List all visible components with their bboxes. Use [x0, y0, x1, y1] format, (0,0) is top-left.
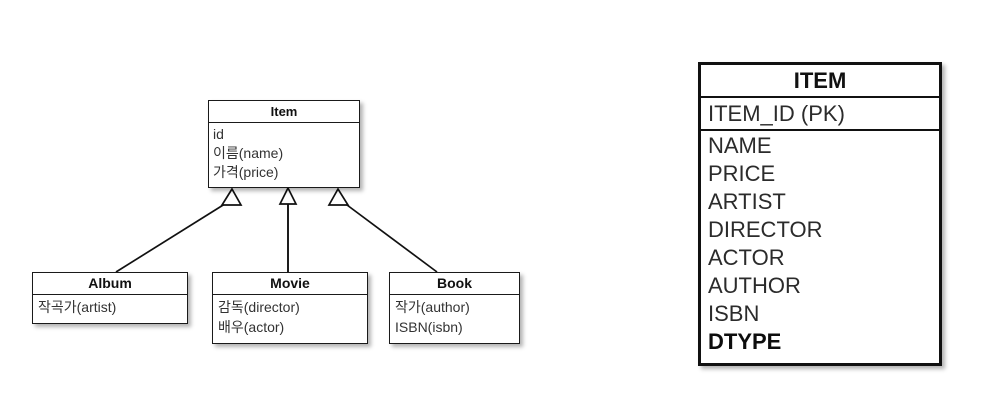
attribute-row: 배우(actor) [218, 319, 285, 335]
db-column-row-discriminator: DTYPE [708, 329, 782, 354]
class-name-movie: Movie [213, 273, 367, 295]
class-box-book[interactable]: Book 작가(author) ISBN(isbn) [389, 272, 520, 344]
class-box-album[interactable]: Album 작곡가(artist) [32, 272, 188, 324]
db-column-row: AUTHOR [708, 273, 801, 298]
generalization-book-to-item [327, 187, 438, 273]
class-attributes-movie: 감독(director) 배우(actor) [213, 295, 367, 337]
class-name-item: Item [209, 101, 359, 123]
class-attributes-item: id 이름(name) 가격(price) [209, 123, 359, 182]
db-column-row: ACTOR [708, 245, 785, 270]
attribute-row: 감독(director) [218, 299, 300, 315]
class-name-album: Album [33, 273, 187, 295]
attribute-row: 작곡가(artist) [38, 299, 117, 315]
attribute-row: 이름(name) [213, 145, 284, 161]
db-column-row: PRICE [708, 161, 776, 186]
db-column-row: DIRECTOR [708, 217, 823, 242]
attribute-row: ISBN(isbn) [395, 319, 463, 335]
attribute-row: id [213, 126, 224, 142]
class-box-item[interactable]: Item id 이름(name) 가격(price) [208, 100, 360, 188]
db-primary-key-row: ITEM_ID (PK) [701, 98, 939, 131]
class-name-book: Book [390, 273, 519, 295]
db-table-name: ITEM [701, 65, 939, 98]
class-attributes-album: 작곡가(artist) [33, 295, 187, 317]
generalization-album-to-item [115, 187, 243, 273]
attribute-row: 가격(price) [213, 164, 279, 180]
attribute-row: 작가(author) [395, 299, 470, 315]
db-table-item[interactable]: ITEM ITEM_ID (PK) NAME PRICE ARTIST DIRE… [698, 62, 942, 366]
generalization-movie-to-item [278, 186, 298, 272]
db-column-row: NAME [708, 133, 772, 158]
db-column-list: NAME PRICE ARTIST DIRECTOR ACTOR AUTHOR … [701, 131, 939, 356]
class-box-movie[interactable]: Movie 감독(director) 배우(actor) [212, 272, 368, 344]
db-column-row: ARTIST [708, 189, 786, 214]
class-attributes-book: 작가(author) ISBN(isbn) [390, 295, 519, 337]
db-column-row: ISBN [708, 301, 760, 326]
